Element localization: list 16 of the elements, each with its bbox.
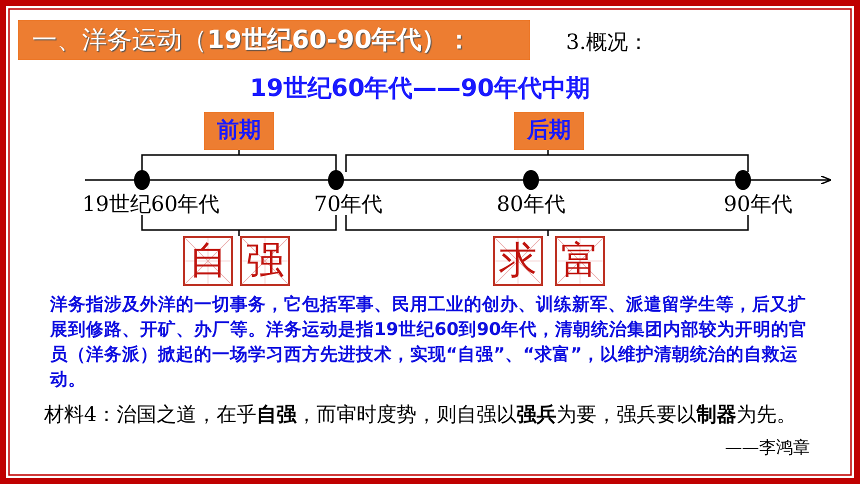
quote-author: ——李鸿章 <box>724 437 810 459</box>
time-label: 80年代 <box>496 191 566 218</box>
character-tile: 自 <box>183 236 233 286</box>
character-tile: 富 <box>555 236 605 286</box>
quote-paragraph: 材料4：治国之道，在乎自强，而审时度势，则自强以强兵为要，强兵要以制器为先。 <box>44 401 798 428</box>
heading-banner: 一、洋务运动（19世纪60-90年代）： <box>18 20 530 60</box>
period-box: 后期 <box>514 112 584 150</box>
period-title: 19世纪60年代——90年代中期 <box>248 73 592 104</box>
description-paragraph: 洋务指涉及外洋的一切事务，它包括军事、民用工业的创办、训练新军、派遣留学生等，后又扩展到修路、开矿、办厂等。洋务运动是指19世纪60到90年代，清朝统治集团内部较为开明的官员（洋务派）掀起的一场学习西方先进技术，实现“自强”、“求富”，以维护清朝统治的自救运动。 <box>50 294 808 392</box>
time-label: 90年代 <box>722 191 794 218</box>
period-box: 前期 <box>204 112 274 150</box>
time-label: 70年代 <box>314 191 384 218</box>
time-label: 19世纪60年代 <box>81 191 221 218</box>
character-tile: 求 <box>493 236 543 286</box>
character-tile: 强 <box>240 236 290 286</box>
section-label: 3.概况： <box>566 29 650 56</box>
